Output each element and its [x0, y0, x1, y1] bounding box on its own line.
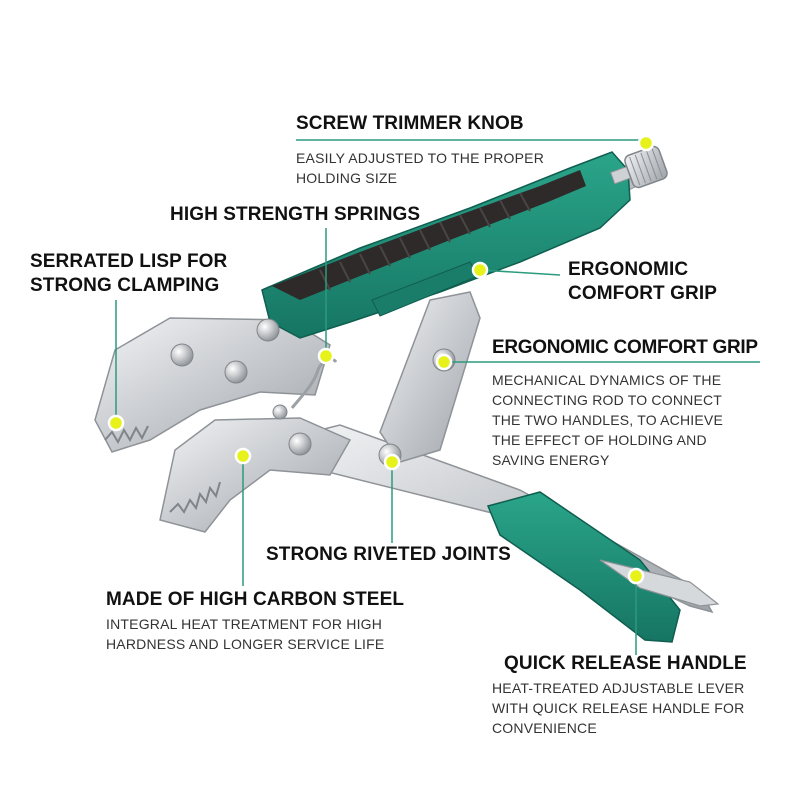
desc-line: SAVING ENERGY — [492, 452, 610, 468]
leader-screw-knob — [296, 139, 647, 145]
rivet — [272, 404, 288, 420]
marker-riveted — [383, 453, 401, 471]
callout-quick-release-handle-desc: HEAT-TREATED ADJUSTABLE LEVER WITH QUICK… — [492, 678, 744, 738]
callout-screw-trimmer-knob-desc: EASILY ADJUSTED TO THE PROPER HOLDING SI… — [296, 148, 544, 188]
grip-ribs — [319, 192, 531, 291]
marker-serrated — [107, 414, 125, 432]
callout-screw-trimmer-knob: SCREW TRIMMER KNOB — [296, 112, 524, 136]
leader-ergonomic — [479, 269, 561, 276]
callout-quick-release-handle: QUICK RELEASE HANDLE — [504, 653, 747, 674]
rivet — [224, 360, 248, 384]
callout-high-carbon-steel-desc: INTEGRAL HEAT TREATMENT FOR HIGH HARDNES… — [106, 614, 384, 654]
desc-line: THE TWO HANDLES, TO ACHIEVE — [492, 412, 724, 428]
title-line: STRONG CLAMPING — [30, 275, 220, 296]
title-line: COMFORT GRIP — [568, 283, 717, 304]
callout-ergonomic-comfort-grip: ERGONOMIC COMFORT GRIP — [568, 258, 717, 306]
callout-high-carbon-steel: MADE OF HIGH CARBON STEEL — [106, 589, 405, 610]
callout-serrated-lisp: SERRATED LISP FOR STRONG CLAMPING — [30, 250, 227, 298]
desc-line: HARDNESS AND LONGER SERVICE LIFE — [106, 636, 385, 652]
marker-screw-knob — [637, 134, 655, 152]
desc-line: INTEGRAL HEAT TREATMENT FOR HIGH — [106, 616, 383, 632]
callout-high-strength-springs: HIGH STRENGTH SPRINGS — [170, 204, 421, 225]
upper-jaw-teeth — [104, 425, 149, 445]
callout-strong-riveted-joints: STRONG RIVETED JOINTS — [266, 544, 511, 565]
dark-grip-insert — [272, 170, 586, 300]
callout-title: SCREW TRIMMER KNOB — [296, 113, 524, 134]
rivet — [170, 343, 194, 367]
lower-jaw-teeth — [169, 481, 221, 514]
callout-markers — [107, 134, 655, 585]
desc-line: THE EFFECT OF HOLDING AND — [492, 432, 707, 448]
marker-springs — [317, 347, 335, 365]
title-line: ERGONOMIC — [568, 259, 689, 280]
callout-connecting-rod-desc: MECHANICAL DYNAMICS OF THE CONNECTING RO… — [492, 370, 723, 470]
desc-line: CONNECTING ROD TO CONNECT — [492, 392, 723, 408]
upper-jaw — [94, 317, 331, 453]
marker-connecting-rod — [435, 353, 453, 371]
marker-quick-release — [627, 567, 645, 585]
knob-knurling — [629, 148, 663, 186]
lower-jaw — [159, 417, 352, 533]
title-line: SERRATED LISP FOR — [30, 251, 228, 272]
desc-line: HEAT-TREATED ADJUSTABLE LEVER — [492, 680, 745, 696]
marker-carbon-steel — [234, 447, 252, 465]
desc-line: WITH QUICK RELEASE HANDLE FOR — [492, 700, 745, 716]
marker-ergonomic — [471, 261, 489, 279]
connecting-rod — [379, 291, 481, 463]
rivet — [256, 318, 280, 342]
rivet — [288, 432, 312, 456]
desc-line: EASILY ADJUSTED TO THE PROPER — [296, 150, 545, 166]
desc-line: HOLDING SIZE — [296, 170, 398, 186]
desc-line: MECHANICAL DYNAMICS OF THE — [492, 372, 722, 388]
desc-line: CONVENIENCE — [492, 720, 597, 736]
callout-connecting-rod: ERGONOMIC COMFORT GRIP — [492, 337, 758, 358]
quick-release-handle-sleeve — [486, 491, 681, 643]
